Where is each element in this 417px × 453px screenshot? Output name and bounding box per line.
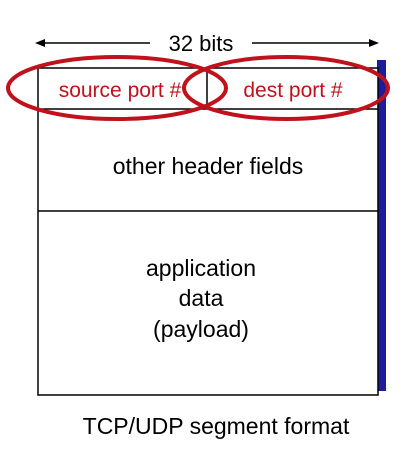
width-arrow-left-head (35, 39, 45, 47)
diagram-caption: TCP/UDP segment format (83, 413, 350, 439)
app-data-line-2: data (179, 285, 224, 311)
segment-box (37, 67, 379, 396)
shadow-right (377, 60, 386, 389)
dest-port-highlight (182, 55, 390, 121)
app-data-line-3: (payload) (153, 316, 249, 342)
source-port-highlight (6, 55, 228, 121)
dest-port-label: dest port # (243, 79, 343, 102)
width-arrow-right-head (369, 39, 379, 47)
width-label: 32 bits (169, 31, 234, 56)
source-port-label: source port # (59, 79, 182, 102)
other-header-label: other header fields (113, 153, 304, 179)
app-data-line-1: application (146, 255, 256, 281)
